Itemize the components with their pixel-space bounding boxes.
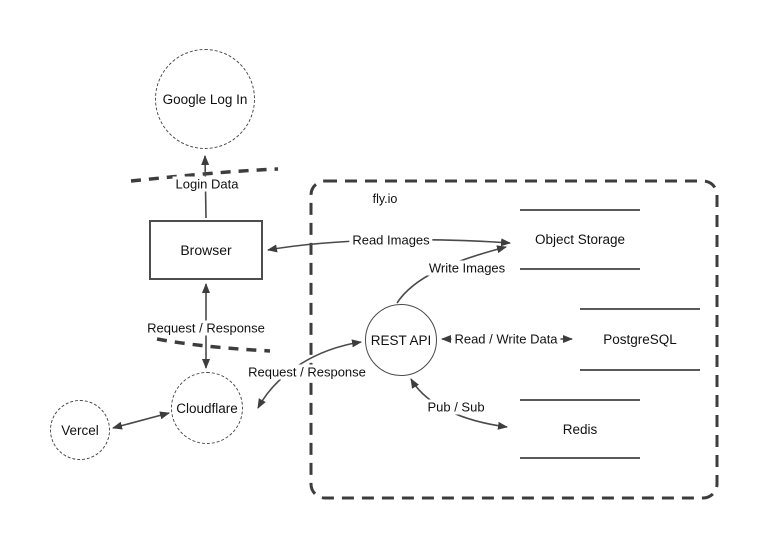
edge-label-read-images: Read Images — [349, 232, 433, 248]
fly-io-boundary-label: fly.io — [372, 192, 398, 206]
node-google-login: Google Log In — [155, 49, 255, 149]
edge-label-read-write-data: Read / Write Data — [451, 331, 561, 347]
node-cloudflare: Cloudflare — [171, 372, 243, 444]
node-cloudflare-label: Cloudflare — [176, 400, 238, 416]
node-postgresql-label: PostgreSQL — [603, 332, 677, 347]
node-vercel-label: Vercel — [61, 422, 99, 438]
node-redis-label: Redis — [562, 421, 598, 437]
node-rest-api: REST API — [365, 304, 437, 376]
edge-label-login-data: Login Data — [172, 176, 242, 192]
trust-boundary-internet — [156, 337, 271, 353]
edge-label-request-response-cloudflare: Request / Response — [245, 364, 369, 380]
fly-io-trust-boundary — [309, 179, 719, 500]
node-browser: Browser — [149, 220, 263, 280]
node-object-storage-label: Object Storage — [534, 232, 626, 247]
edge-label-write-images: Write Images — [425, 260, 509, 276]
node-rest-api-label: REST API — [370, 332, 432, 348]
node-vercel: Vercel — [50, 400, 110, 460]
edge-label-request-response-browser: Request / Response — [144, 320, 268, 336]
edge-label-pub-sub: Pub / Sub — [424, 399, 488, 415]
node-google-login-label: Google Log In — [162, 91, 248, 107]
node-redis: Redis — [520, 399, 640, 459]
node-browser-label: Browser — [180, 242, 232, 258]
edge-vercel-cloudflare — [112, 411, 170, 430]
node-postgresql: PostgreSQL — [580, 308, 700, 371]
node-object-storage: Object Storage — [520, 209, 640, 270]
